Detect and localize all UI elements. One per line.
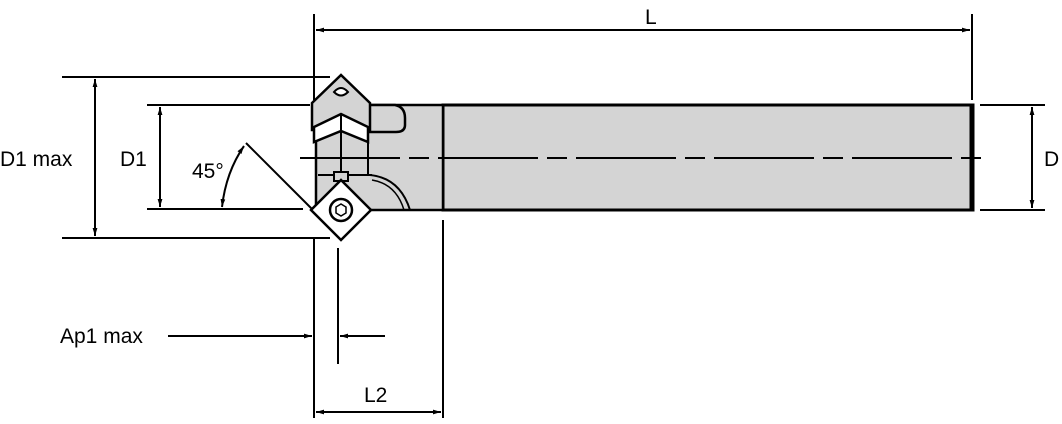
dimension-L: L	[313, 6, 973, 100]
angle-45: 45°	[192, 142, 313, 210]
dimension-Ap1-max: Ap1 max	[60, 238, 385, 418]
dimension-D1-max: D1 max	[0, 76, 330, 239]
label-D1-max: D1 max	[0, 148, 73, 171]
dimension-D: D	[980, 104, 1059, 211]
label-D: D	[1044, 148, 1059, 171]
label-L: L	[645, 6, 657, 29]
label-angle: 45°	[192, 160, 224, 183]
label-Ap1-max: Ap1 max	[60, 325, 143, 348]
dimension-L2: L2	[316, 220, 444, 418]
label-L2: L2	[364, 384, 387, 407]
dimension-D1: D1	[120, 104, 310, 210]
label-D1: D1	[120, 148, 147, 171]
